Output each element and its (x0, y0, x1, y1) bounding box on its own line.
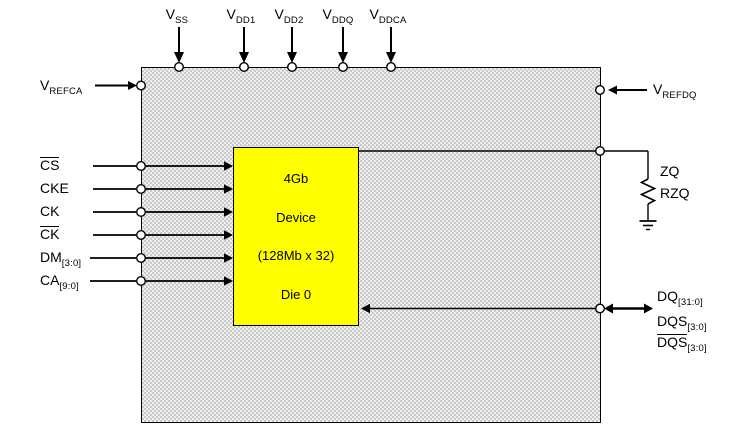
pin-node-ca (135, 276, 146, 287)
pin-node-vrefca (135, 80, 146, 91)
signal-label-ca: CA[9:0] (40, 272, 79, 292)
signal-label-dm: DM[3:0] (40, 249, 82, 269)
signal-label-cs: CS (40, 157, 60, 173)
device-line-name: Device (276, 209, 316, 225)
signal-label-cke: CKE (40, 180, 69, 196)
power-label-vss: VSS (165, 6, 189, 26)
pin-node-zq (595, 145, 606, 156)
signal-wire-ck (93, 207, 233, 217)
zq-label: ZQ (660, 163, 680, 179)
power-pin-arrow-vdd2 (287, 27, 297, 63)
power-pin-arrow-vdd1 (239, 27, 249, 63)
signal-wire-ck-n (93, 230, 233, 240)
signal-label-ck: CK (40, 203, 60, 219)
device-line-capacity: 4Gb (283, 171, 309, 187)
pin-node-vdd2 (287, 62, 298, 73)
dq-label: DQ[31:0] (657, 288, 703, 308)
pin-node-ck (135, 206, 146, 217)
power-pin-arrow-vddq (338, 27, 348, 63)
signal-wire-dm (90, 253, 233, 263)
device-line-organization: (128Mb x 32) (257, 248, 335, 264)
power-label-vdd2: VDD2 (274, 6, 304, 26)
pin-node-cke (135, 183, 146, 194)
device-box: 4Gb Device (128Mb x 32) Die 0 (233, 147, 359, 326)
ground-symbol (639, 220, 657, 231)
power-label-vddca: VDDCA (369, 6, 407, 26)
dq-net (361, 303, 653, 314)
signal-wire-cke (93, 184, 233, 194)
resistor-rzq (639, 178, 657, 205)
pin-node-dm (135, 252, 146, 263)
power-label-vdd1: VDD1 (226, 6, 256, 26)
zq-net (358, 150, 657, 231)
signal-wire-ca (90, 276, 233, 286)
vrefca-label: VREFCA (40, 77, 83, 97)
device-line-die: Die 0 (280, 286, 312, 302)
pin-node-vss (173, 62, 184, 73)
pin-nodes (135, 62, 606, 314)
pin-node-cs (135, 160, 146, 171)
pin-node-dq (595, 303, 606, 314)
signal-label-ck-n: CK (40, 226, 60, 242)
power-pin-arrow-vss (174, 27, 184, 63)
power-pin-arrow-vddca (386, 27, 396, 63)
pin-node-vddq (338, 62, 349, 73)
pin-node-vddca (386, 62, 397, 73)
power-label-vddq: VDDQ (322, 6, 354, 26)
signal-wire-cs (93, 161, 233, 171)
pin-node-vdd1 (238, 62, 249, 73)
vrefdq-arrow (608, 85, 647, 95)
rzq-label: RZQ (660, 185, 690, 201)
pin-node-vrefdq (595, 84, 606, 95)
dqs-n-label: DQS[3:0] (657, 334, 707, 354)
vrefca-arrow (95, 81, 137, 90)
package-outline (141, 67, 601, 423)
pin-node-ck-n (135, 229, 146, 240)
dqs-label: DQS[3:0] (657, 313, 707, 333)
vrefdq-label: VREFDQ (653, 81, 697, 101)
